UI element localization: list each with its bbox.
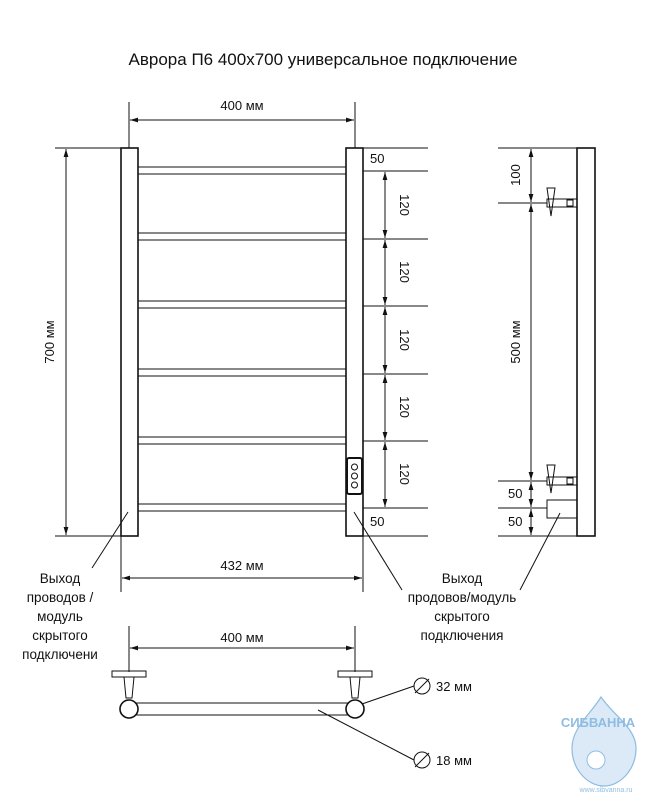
diameter-outer-label: 32 мм bbox=[436, 679, 472, 694]
svg-text:Выход: Выход bbox=[40, 571, 81, 586]
control-module bbox=[346, 457, 363, 495]
note-left: Выход проводов / модуль скрытого подключ… bbox=[22, 571, 98, 662]
note-right: Выход продовов/модуль скрытого подключен… bbox=[408, 571, 517, 643]
top-bracket bbox=[546, 187, 578, 217]
crossbar bbox=[137, 368, 347, 377]
top-bar bbox=[129, 702, 355, 716]
top-width-label: 400 мм bbox=[220, 630, 263, 645]
pitch-label: 120 bbox=[397, 396, 412, 418]
crossbar bbox=[137, 436, 347, 445]
mount-distance-label: 500 мм bbox=[508, 320, 523, 363]
width-bottom-label: 432 мм bbox=[220, 558, 263, 573]
side-top-label: 100 bbox=[508, 164, 523, 186]
crossbar bbox=[137, 166, 347, 175]
svg-text:продовов/модуль: продовов/модуль bbox=[408, 590, 517, 605]
left-post bbox=[120, 147, 139, 537]
height-label: 700 мм bbox=[42, 320, 57, 363]
svg-text:модуль: модуль bbox=[37, 609, 83, 624]
post-section-left bbox=[119, 699, 139, 719]
svg-text:скрытого: скрытого bbox=[434, 609, 490, 624]
crossbar bbox=[137, 232, 347, 241]
svg-text:Выход: Выход bbox=[442, 571, 483, 586]
side-view: 100 500 мм 50 50 bbox=[498, 147, 596, 591]
logo-url: www.sibvanna.ru bbox=[579, 787, 633, 794]
front-view: 400 мм 700 мм 50 50 120 120 120 120 120 … bbox=[42, 98, 428, 592]
crossbars bbox=[137, 166, 347, 512]
pitch-label: 120 bbox=[397, 194, 412, 216]
crossbar bbox=[137, 503, 347, 512]
diameter-inner-symbol bbox=[413, 751, 431, 769]
diameter-inner-label: 18 мм bbox=[436, 753, 472, 768]
svg-text:скрытого: скрытого bbox=[32, 628, 88, 643]
pitch-label: 120 bbox=[397, 329, 412, 351]
logo-text: СИБВАННА bbox=[561, 715, 636, 730]
side-bottom-a-label: 50 bbox=[508, 486, 522, 501]
svg-text:подключения: подключения bbox=[420, 628, 503, 643]
side-leader bbox=[519, 512, 561, 591]
offset-top-label: 50 bbox=[370, 151, 384, 166]
width-top-label: 400 мм bbox=[220, 98, 263, 113]
page-title: Аврора П6 400x700 универсальное подключе… bbox=[129, 50, 518, 69]
brand-logo: СИБВАННА www.sibvanna.ru bbox=[561, 695, 637, 794]
side-module bbox=[546, 499, 578, 519]
side-bottom-b-label: 50 bbox=[508, 514, 522, 529]
top-view: 400 мм 32 мм 18 мм bbox=[111, 626, 472, 769]
side-post bbox=[576, 147, 596, 537]
offset-bottom-label: 50 bbox=[370, 514, 384, 529]
diameter-outer-symbol bbox=[413, 677, 431, 695]
crossbar bbox=[137, 300, 347, 309]
svg-text:проводов /: проводов / bbox=[27, 590, 94, 605]
post-section-right bbox=[345, 699, 365, 719]
pitch-label: 120 bbox=[397, 463, 412, 485]
bottom-bracket bbox=[546, 464, 578, 494]
svg-text:подключени: подключени bbox=[22, 647, 98, 662]
pitch-label: 120 bbox=[397, 261, 412, 283]
right-post bbox=[345, 147, 364, 537]
leader-left bbox=[91, 511, 129, 569]
leader-right bbox=[353, 511, 403, 591]
